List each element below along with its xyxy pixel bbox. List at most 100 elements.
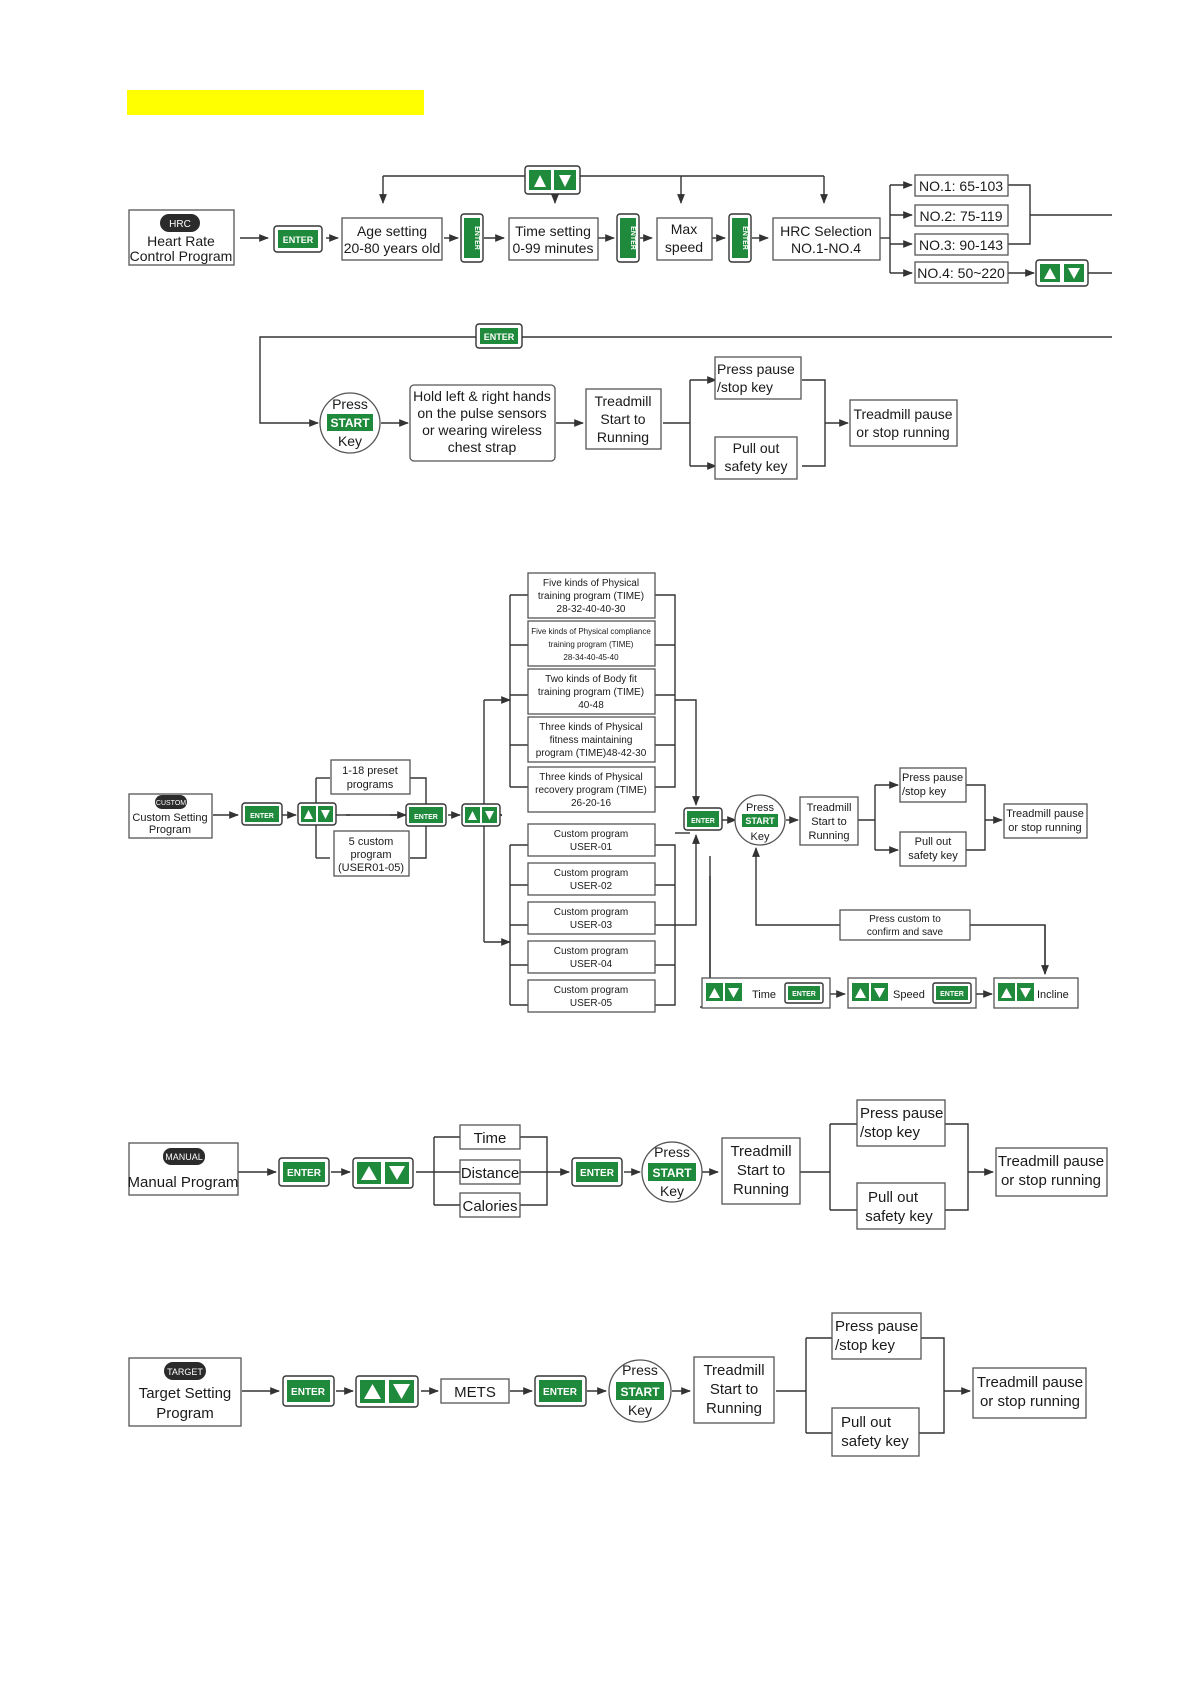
up-arrow-icon (468, 811, 477, 820)
hrc-updown-key-top[interactable] (524, 165, 581, 195)
custom-user-program-5-line-2: USER-05 (570, 998, 613, 1009)
hrc-press-start-key[interactable]: Press START Key (319, 392, 381, 454)
custom-press-start-key[interactable]: Press START Key (734, 794, 786, 846)
custom-preset-program-3-line-2: training program (TIME) (538, 687, 644, 698)
manual-enter-key-1[interactable]: ENTER (278, 1157, 330, 1187)
manual-treadmill-label-2: Start to (737, 1162, 785, 1179)
custom-user-program-3 (527, 901, 656, 935)
manual-enter-key-2[interactable]: ENTER (571, 1157, 623, 1187)
custom-speed-enter-label: ENTER (940, 991, 964, 998)
target-enter-1-label: ENTER (291, 1387, 326, 1398)
hrc-enter-key-vertical-3[interactable]: ENTER (728, 213, 752, 263)
custom-pause-key-box (899, 767, 967, 803)
custom-user-program-4-line-2: USER-04 (570, 959, 613, 970)
hrc-enter-key[interactable]: ENTER (273, 225, 323, 253)
manual-press-start-key[interactable]: Press START Key (641, 1141, 703, 1203)
custom-user-program-3-line-1: Custom program (554, 907, 628, 918)
target-treadmill-label-3: Running (706, 1400, 762, 1417)
custom-treadmill-label-3: Running (809, 830, 850, 842)
custom-incline-updown-key[interactable] (998, 983, 1034, 1001)
custom-5custom-label-2: program (351, 849, 392, 861)
hrc-safety-key-label-2: safety key (724, 458, 787, 474)
hrc-enter-key-vertical-1[interactable]: ENTER (460, 213, 484, 263)
up-arrow-icon (1001, 988, 1012, 998)
custom-speed-enter-key[interactable]: ENTER (932, 982, 972, 1004)
custom-enter-key-1[interactable]: ENTER (241, 802, 283, 826)
target-press-start-key[interactable]: Press START Key (608, 1359, 672, 1423)
custom-preset-program-4-line-3: program (TIME)48-42-30 (536, 748, 647, 759)
hrc-option-2-label: NO.2: 75-119 (919, 208, 1002, 224)
manual-updown-key[interactable] (352, 1157, 414, 1189)
custom-time-updown-key[interactable] (706, 983, 742, 1001)
target-start-label: START (620, 1385, 660, 1399)
manual-enter-2-label: ENTER (580, 1168, 615, 1179)
down-arrow-icon (389, 1166, 405, 1180)
custom-treadmill-label-1: Treadmill (807, 802, 852, 814)
hrc-badge (160, 214, 200, 232)
manual-section: MANUAL Manual Program ENTER Time Distanc… (128, 1099, 1108, 1230)
custom-enter-key-2[interactable]: ENTER (405, 803, 447, 827)
target-enter-2-label: ENTER (543, 1387, 578, 1398)
custom-pause-key-label-2: /stop key (902, 786, 947, 798)
target-pause-key-label-1: Press pause (835, 1318, 918, 1335)
custom-press-label: Press (746, 802, 775, 814)
target-enter-key-1[interactable]: ENTER (282, 1375, 335, 1407)
hrc-maxspeed-label-1: Max (671, 221, 697, 237)
hrc-option-4-label: NO.4: 50~220 (917, 265, 1005, 281)
target-mets-label: METS (454, 1384, 496, 1401)
hrc-hold-label-4: chest strap (448, 439, 517, 455)
custom-preset-program-1-line-1: Five kinds of Physical (543, 578, 639, 589)
custom-enter-2-label: ENTER (414, 814, 438, 821)
hrc-option-3-label: NO.3: 90-143 (919, 237, 1003, 253)
target-key-label: Key (628, 1402, 652, 1418)
custom-preset-box (330, 759, 411, 795)
hrc-time-box (508, 217, 599, 261)
down-arrow-icon (485, 811, 494, 820)
manual-treadmill-label-1: Treadmill (730, 1143, 791, 1160)
manual-program-label: Manual Program (128, 1174, 239, 1191)
custom-speed-updown-key[interactable] (852, 983, 888, 1001)
manual-option-calories (459, 1192, 521, 1218)
custom-treadmill-label-2: Start to (811, 816, 846, 828)
hrc-age-label-1: Age setting (357, 223, 427, 239)
custom-5custom-label-3: (USER01-05) (338, 862, 404, 874)
target-updown-key[interactable] (355, 1375, 419, 1408)
hrc-updown-key-option[interactable] (1035, 259, 1089, 287)
down-arrow-icon (1020, 988, 1031, 998)
down-arrow-icon (393, 1384, 410, 1399)
custom-updown-key-1[interactable] (297, 802, 337, 826)
custom-preset-program-2-line-3: 28-34-40-45-40 (563, 653, 619, 662)
hrc-enter-key-vertical-2[interactable]: ENTER (616, 213, 640, 263)
custom-key-label: Key (751, 831, 770, 843)
custom-preset-program-5 (527, 766, 656, 813)
target-enter-key-2[interactable]: ENTER (534, 1375, 587, 1407)
custom-result-box (1003, 803, 1088, 839)
hrc-enter-key-loop[interactable]: ENTER (475, 323, 523, 349)
hrc-treadmill-box (585, 388, 662, 450)
custom-user-program-2-line-1: Custom program (554, 868, 628, 879)
manual-pause-key-label-2: /stop key (860, 1124, 921, 1141)
custom-updown-key-2[interactable] (461, 803, 501, 827)
down-arrow-icon (728, 988, 739, 998)
up-arrow-icon (361, 1166, 377, 1180)
custom-treadmill-box (799, 796, 859, 846)
manual-result-label-1: Treadmill pause (998, 1153, 1104, 1170)
custom-user-program-1-line-2: USER-01 (570, 842, 613, 853)
custom-section: CUSTOM Custom Setting Program ENTER 1-18… (128, 572, 1088, 1013)
custom-preset-program-4-line-1: Three kinds of Physical (539, 722, 642, 733)
custom-5custom-box (333, 830, 410, 877)
custom-user-program-1-line-1: Custom program (554, 829, 628, 840)
hrc-treadmill-label-2: Start to (600, 411, 645, 427)
hrc-hold-box (409, 384, 556, 462)
hrc-start-label: START (330, 416, 370, 430)
custom-time-enter-key[interactable]: ENTER (784, 982, 824, 1004)
custom-preset-program-5-line-2: recovery program (TIME) (535, 785, 647, 796)
hrc-badge-label: HRC (169, 219, 191, 230)
custom-enter-key-3[interactable]: ENTER (683, 807, 723, 831)
hrc-age-box (341, 217, 443, 261)
hrc-time-label-1: Time setting (515, 223, 591, 239)
custom-badge-label: CUSTOM (156, 800, 186, 807)
target-pause-key-box (831, 1312, 922, 1360)
target-result-box (972, 1367, 1087, 1419)
hrc-treadmill-label-1: Treadmill (594, 393, 651, 409)
